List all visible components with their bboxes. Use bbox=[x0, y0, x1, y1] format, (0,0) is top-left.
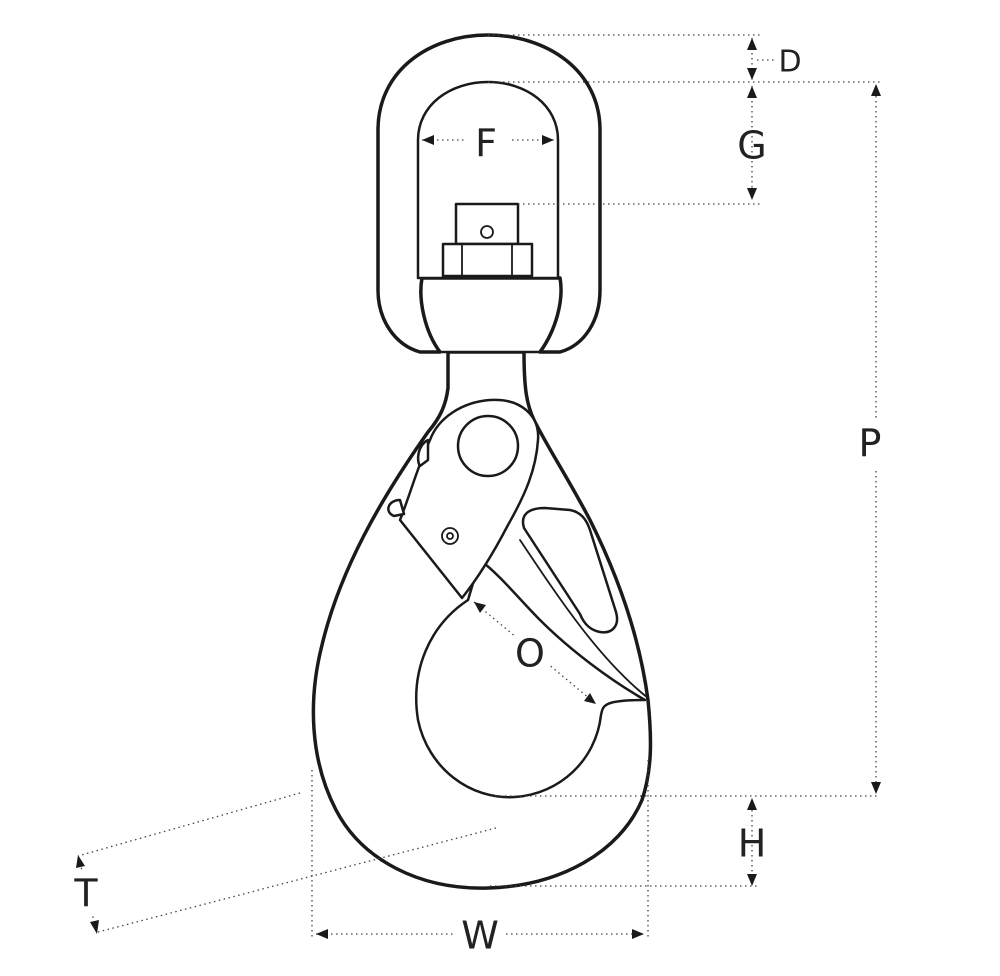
hook-body bbox=[311, 350, 653, 890]
dim-T-arrow-top bbox=[76, 855, 85, 868]
dim-G-arrow-bottom bbox=[747, 188, 757, 200]
label-P: P bbox=[859, 422, 882, 466]
label-H: H bbox=[738, 822, 767, 866]
safety-latch bbox=[387, 398, 540, 600]
dim-T-ext-bottom bbox=[97, 827, 497, 933]
latch-spring-tab bbox=[416, 438, 430, 468]
label-W: W bbox=[461, 914, 499, 958]
dim-D-arrow-top bbox=[747, 38, 757, 50]
nut-pin-hole bbox=[480, 225, 494, 239]
dim-F-arrow-right bbox=[542, 135, 554, 145]
latch-pivot bbox=[456, 414, 520, 478]
nut-hex bbox=[441, 242, 534, 278]
hook-slot bbox=[521, 506, 619, 634]
dim-T-arrow-bottom bbox=[90, 920, 99, 934]
dim-H-arrow-top bbox=[747, 798, 757, 810]
latch-screw-center bbox=[446, 532, 454, 540]
dim-H-arrow-bottom bbox=[747, 874, 757, 886]
dim-D-arrow-bottom bbox=[747, 68, 757, 80]
label-P-bg bbox=[852, 420, 900, 470]
label-G: G bbox=[737, 124, 766, 168]
label-O: O bbox=[515, 632, 545, 676]
dimension-labels: F D G P O H W T bbox=[66, 45, 900, 958]
dimensions bbox=[76, 34, 881, 940]
dim-G-arrow-top bbox=[747, 86, 757, 98]
dim-P-arrow-top bbox=[871, 84, 881, 96]
dim-T-ext-top bbox=[77, 792, 301, 857]
dim-P-arrow-bottom bbox=[871, 782, 881, 794]
swivel-collar bbox=[419, 276, 563, 354]
label-O-bg bbox=[499, 623, 561, 685]
dim-W-arrow-right bbox=[632, 929, 644, 939]
label-F: F bbox=[475, 122, 497, 166]
dim-O-arrow-top bbox=[474, 602, 486, 613]
dim-O-arrow-bottom bbox=[584, 693, 596, 704]
hook-tip-line bbox=[519, 539, 649, 699]
dim-F-arrow-left bbox=[422, 135, 434, 145]
latch-trigger bbox=[387, 498, 406, 518]
latch-screw bbox=[441, 527, 459, 545]
label-T: T bbox=[73, 872, 98, 916]
label-D: D bbox=[778, 45, 801, 80]
label-T-bg bbox=[66, 872, 106, 916]
collar-outline bbox=[419, 276, 563, 354]
top-eye bbox=[376, 33, 602, 354]
dim-W-arrow-left bbox=[316, 929, 328, 939]
swivel-nut bbox=[441, 202, 534, 278]
label-W-bg bbox=[456, 914, 506, 958]
label-F-bg bbox=[466, 120, 510, 164]
